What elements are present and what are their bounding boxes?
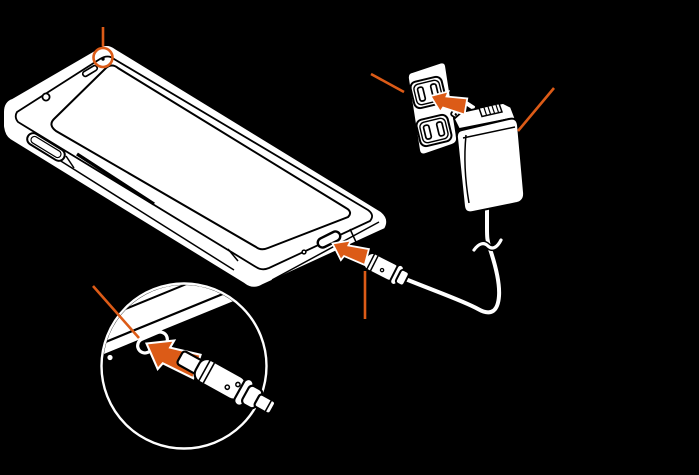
usb-port — [316, 230, 342, 249]
side-seam — [76, 152, 155, 206]
connector-collar-line — [366, 253, 376, 270]
led-callout — [92, 27, 114, 69]
wall-outlet — [406, 61, 459, 156]
outlet-socket-lower — [415, 113, 453, 148]
cable-break-marker — [471, 237, 504, 253]
adapter-body — [455, 117, 526, 214]
antenna-seam-lower — [227, 248, 239, 262]
inset-connector-dot — [235, 381, 241, 388]
inset-bevel-line — [103, 285, 265, 345]
earpiece-speaker — [81, 64, 99, 78]
front-camera — [41, 92, 51, 102]
inset-collar-line — [202, 362, 216, 384]
connector-dot — [379, 267, 385, 273]
phone-face-edge — [14, 55, 373, 271]
notification-led — [101, 57, 105, 61]
microphone-hole — [301, 249, 307, 255]
led-highlight-circle — [92, 46, 114, 69]
usb-port-arrow-icon — [331, 239, 371, 267]
connector-collar-line — [369, 255, 379, 272]
bottom-bevel-line — [271, 221, 380, 281]
smartphone — [2, 44, 389, 289]
sim-tray — [26, 132, 66, 162]
adapter-bevel-top — [462, 126, 516, 139]
adapter-leader-line — [517, 87, 555, 132]
inset-connector-dot — [224, 384, 231, 391]
prong-base-hatch — [483, 106, 488, 116]
outlet-arrow-icon — [429, 90, 469, 116]
prong-base-hatch — [495, 104, 500, 113]
bottom-seam — [349, 228, 357, 243]
inset-microphone-hole — [107, 354, 113, 361]
ac-adapter — [450, 96, 526, 214]
magnified-inset — [92, 282, 277, 450]
prong-base-hatch — [487, 105, 492, 115]
phone-screen — [50, 64, 352, 251]
outlet-leader-line — [370, 72, 405, 94]
antenna-seam-upper — [65, 155, 75, 169]
inset-collar-line — [198, 359, 211, 382]
inset-cable-endcap — [264, 400, 273, 412]
connector-boot — [394, 268, 410, 287]
inset-cable-stub — [253, 393, 277, 415]
inset-usb-connector — [176, 350, 277, 415]
side-bevel-line — [55, 157, 235, 271]
adapter-bevel-left — [464, 134, 470, 204]
usb-cable — [401, 206, 504, 316]
inset-leader-line — [92, 285, 140, 339]
prong-base-hatch — [491, 105, 496, 114]
